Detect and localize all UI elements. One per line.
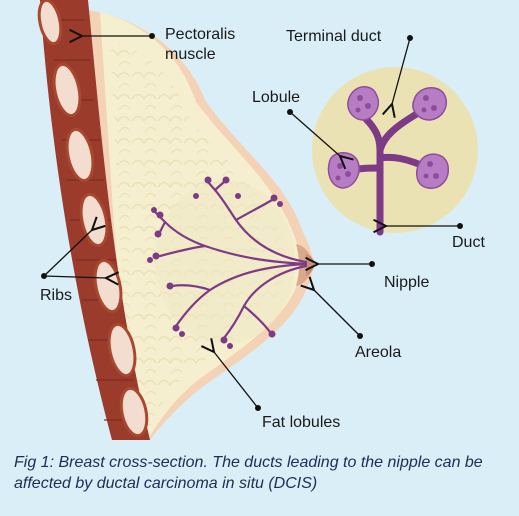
label-lobule: Lobule — [252, 89, 301, 106]
rib — [52, 62, 82, 118]
label-terminal-duct: Terminal duct — [286, 28, 382, 45]
rib — [65, 127, 95, 183]
lobule-top-left — [347, 86, 380, 121]
lobule-right — [415, 153, 449, 189]
inset-lobule-spots — [335, 95, 439, 181]
caption-text: Fig 1: Breast cross-section. The ducts l… — [14, 454, 483, 492]
rib — [107, 322, 137, 378]
gland-region — [155, 180, 295, 344]
breast-cross-section-diagram — [37, 0, 478, 440]
label-areola: Areola — [355, 344, 402, 361]
label-muscle: muscle — [165, 46, 216, 63]
leader-lines — [41, 33, 463, 411]
rib — [119, 386, 149, 438]
lobule-left — [327, 152, 360, 189]
label-duct: Duct — [452, 234, 485, 251]
label-pectoralis: Pectoralis — [165, 26, 236, 43]
ribs — [37, 0, 149, 438]
label-nipple: Nipple — [384, 274, 430, 291]
label-fat-lobules: Fat lobules — [262, 414, 341, 431]
figure-caption: Fig 1: Breast cross-section. The ducts l… — [0, 440, 519, 516]
nipple-shape — [306, 254, 315, 276]
label-ribs: Ribs — [40, 287, 73, 304]
rib — [37, 0, 63, 46]
breast-lobules — [147, 176, 283, 349]
lobule-top-right — [412, 87, 448, 121]
